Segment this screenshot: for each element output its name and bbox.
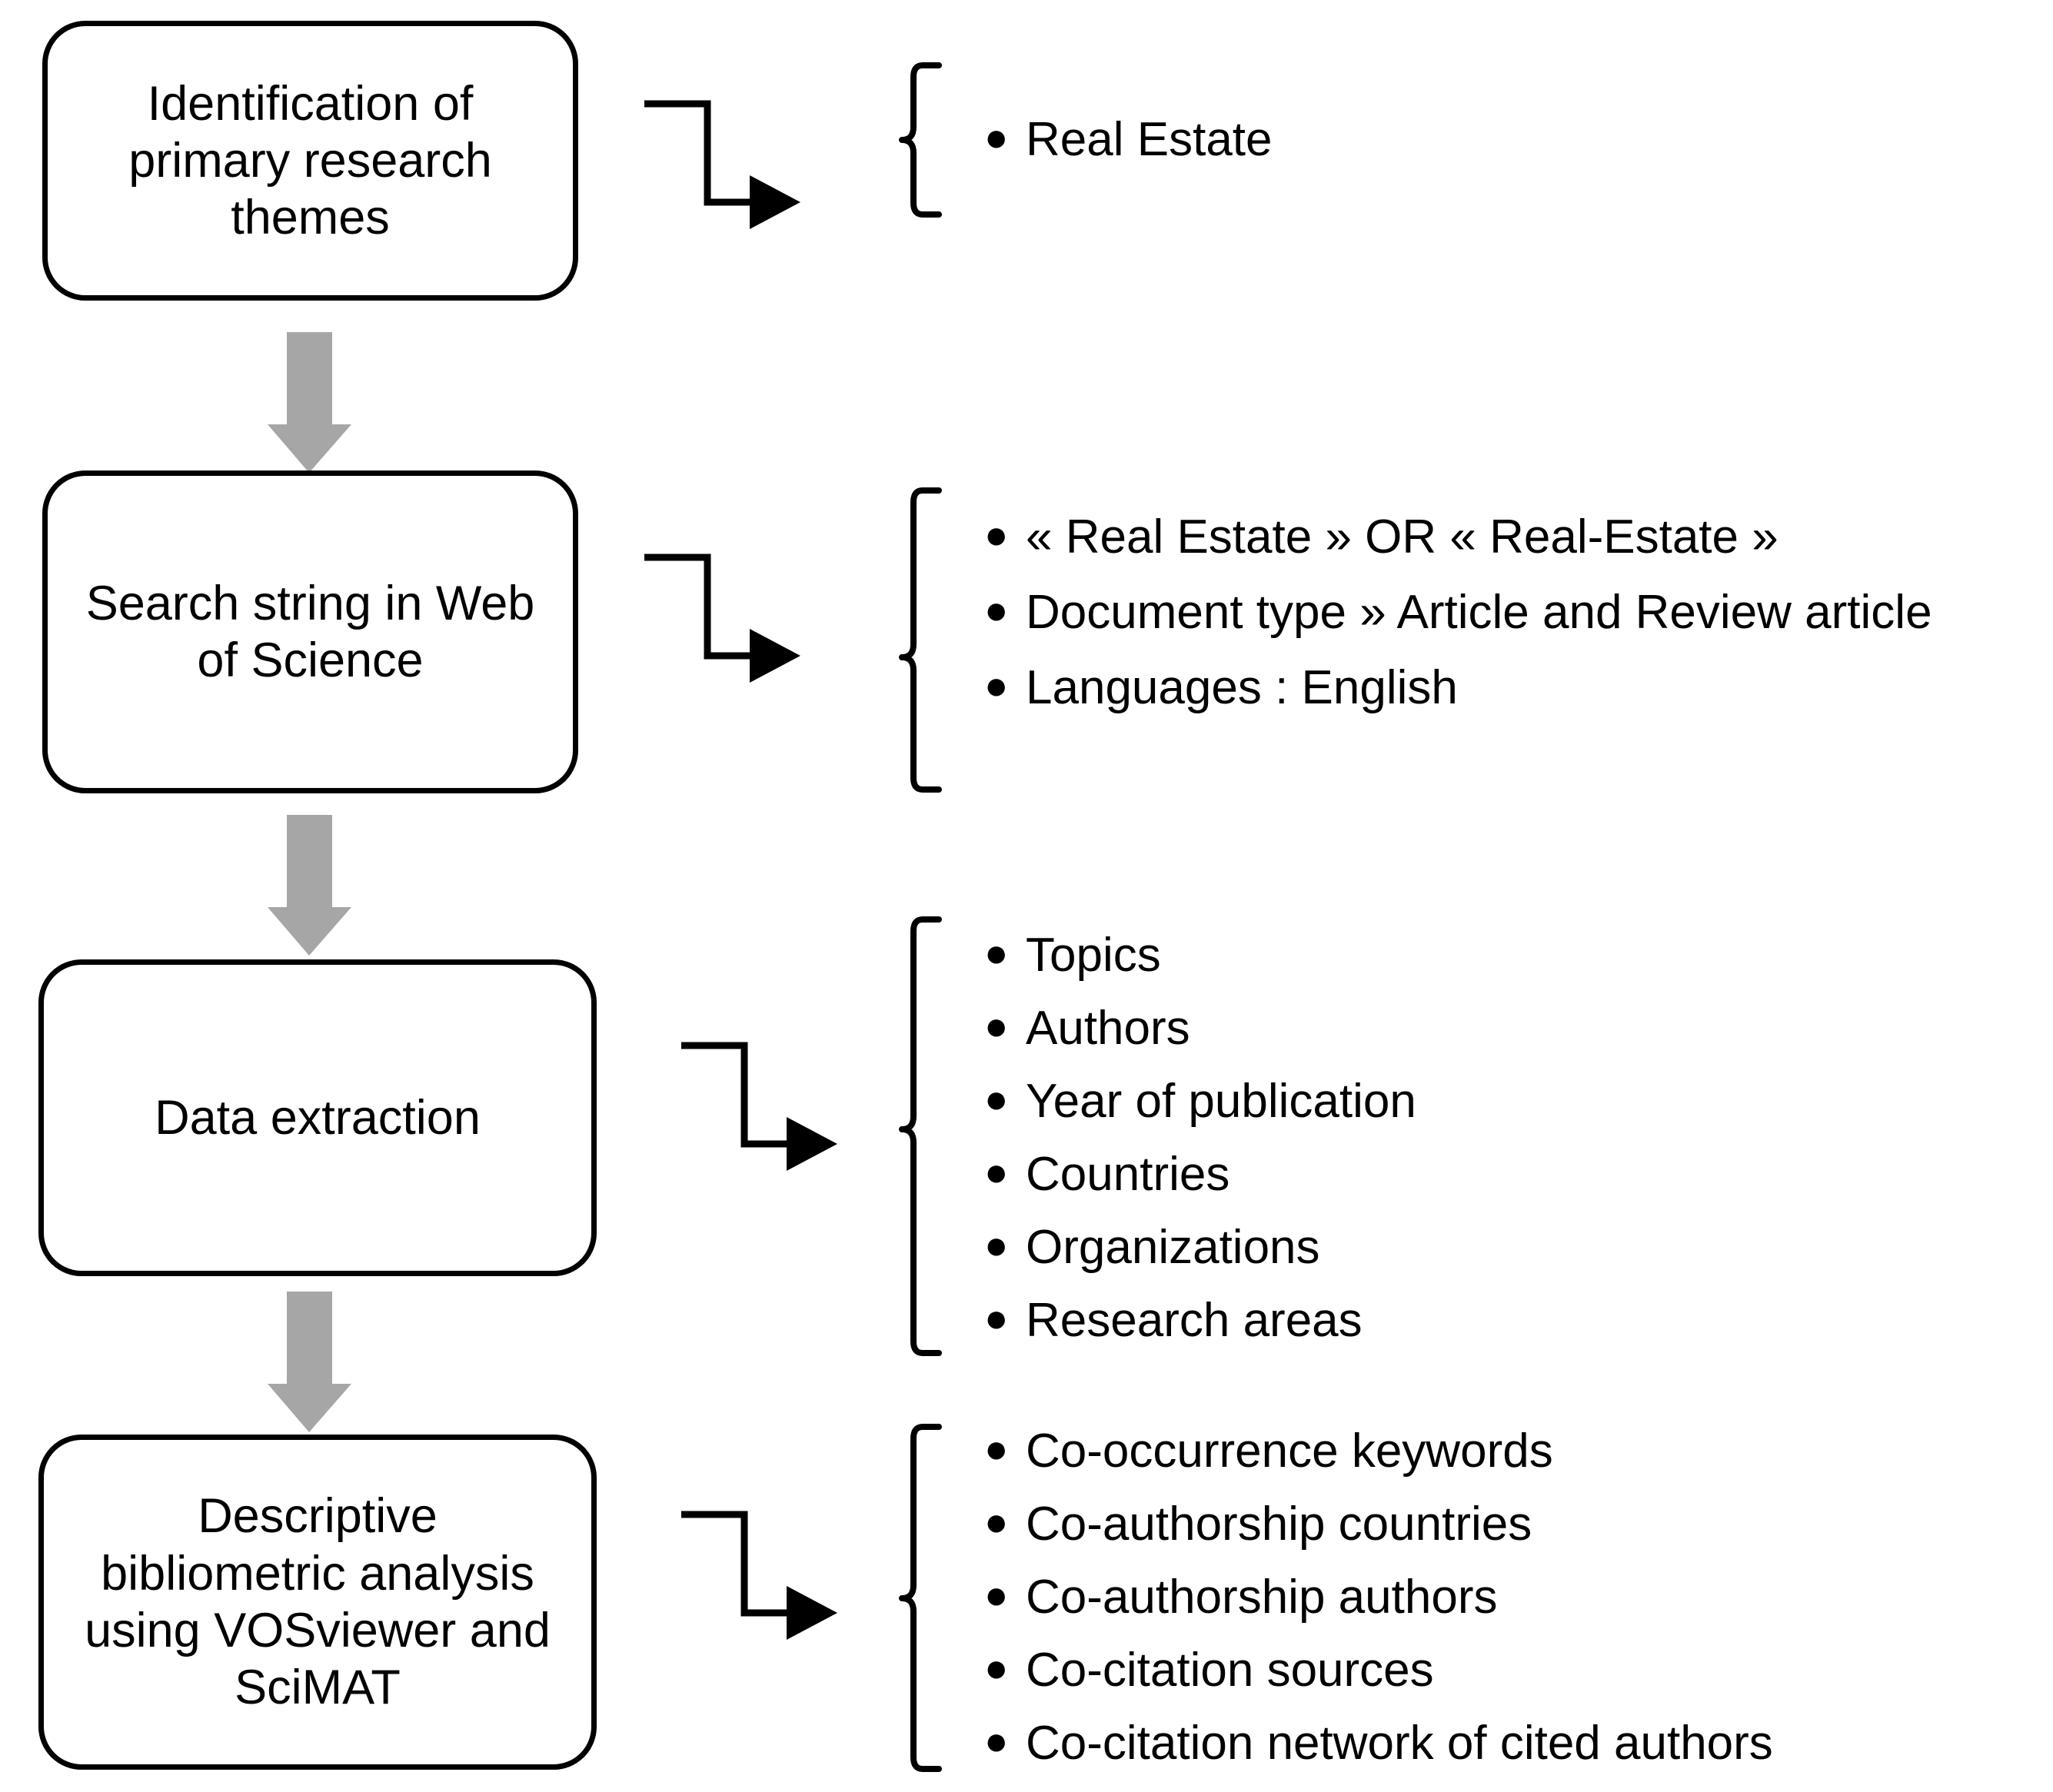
bullet-icon: ● [984,930,1009,976]
bullet-label: Research areas [1026,1293,1363,1347]
bullet-group-identification: ● Real Estate [984,92,2015,188]
bullet-label: Document type » Article and Review artic… [1026,586,1932,639]
bullet-icon: ● [984,1427,1009,1471]
stage-label-identification: Identification of primary research theme… [128,76,492,245]
flow-arrow-2 [268,815,351,956]
list-item: ● « Real Estate » OR « Real-Estate » [984,514,2030,561]
curly-brace-3 [899,916,942,1356]
bullet-icon: ● [984,1719,1009,1764]
bullet-icon: ● [984,663,1009,708]
curly-brace-1 [899,62,942,218]
list-item: ● Document type » Article and Review art… [984,589,2030,637]
list-item: ● Co-authorship countries [984,1501,2030,1548]
list-item: ● Co-citation sources [984,1647,2030,1694]
curly-brace-2 [899,487,942,793]
bullet-icon: ● [984,1076,1009,1122]
list-item: ● Countries [984,1147,2015,1201]
bullet-icon: ● [984,1149,1009,1195]
bullet-label: Languages : English [1026,661,1458,714]
stage-label-search-string: Search string in Web of Science [85,576,535,687]
bullet-group-search-string: ● « Real Estate » OR « Real-Estate » ● D… [984,514,2030,712]
bullet-icon: ● [984,513,1009,557]
bullet-label: Real Estate [1026,113,1273,166]
elbow-connector-2 [644,554,800,683]
list-item: ● Co-citation network of cited authors [984,1720,2030,1767]
elbow-connector-4 [681,1511,837,1640]
list-item: ● Organizations [984,1220,2015,1274]
list-item: ● Real Estate [984,116,2015,164]
list-item: ● Year of publication [984,1074,2015,1128]
bullet-label: Year of publication [1026,1074,1416,1128]
bullet-icon: ● [984,1500,1009,1544]
flow-arrow-3 [268,1292,351,1432]
stage-label-data-extraction: Data extraction [155,1090,481,1145]
bullet-label: « Real Estate » OR « Real-Estate » [1026,510,1778,564]
bullet-icon: ● [984,1222,1009,1268]
bullet-icon: ● [984,115,1009,160]
list-item: ● Co-occurrence keywords [984,1428,2030,1475]
bullet-label: Organizations [1026,1220,1320,1274]
stage-box-search-string[interactable]: Search string in Web of Science [42,470,578,793]
bullet-icon: ● [984,1573,1009,1617]
bullet-group-data-extraction: ● Topics ● Authors ● Year of publication… [984,931,2015,1344]
list-item: ● Languages : English [984,664,2030,712]
elbow-connector-1 [644,100,800,229]
bullet-icon: ● [984,1646,1009,1691]
list-item: ● Co-authorship authors [984,1574,2030,1621]
bullet-label: Co-authorship countries [1026,1498,1532,1551]
bullet-label: Co-occurrence keywords [1026,1425,1553,1478]
elbow-connector-3 [681,1042,837,1171]
list-item: ● Topics [984,928,2015,982]
bullet-icon: ● [984,1003,1009,1049]
bullet-label: Topics [1026,928,1161,982]
bullet-label: Countries [1026,1147,1230,1201]
list-item: ● Authors [984,1001,2015,1055]
flow-arrow-1 [268,332,351,473]
bullet-label: Co-authorship authors [1026,1571,1498,1624]
stage-label-descriptive-analysis: Descriptive bibliometric analysis using … [85,1489,551,1715]
stage-box-descriptive-analysis[interactable]: Descriptive bibliometric analysis using … [38,1435,597,1770]
bullet-icon: ● [984,588,1009,633]
bullet-label: Co-citation sources [1026,1644,1434,1697]
bullet-label: Authors [1026,1001,1190,1055]
bullet-label: Co-citation network of cited authors [1026,1717,1773,1770]
curly-brace-4 [899,1424,942,1772]
bullet-icon: ● [984,1295,1009,1341]
stage-box-data-extraction[interactable]: Data extraction [38,959,597,1276]
list-item: ● Research areas [984,1293,2015,1347]
bullet-group-descriptive-analysis: ● Co-occurrence keywords ● Co-authorship… [984,1428,2030,1767]
stage-box-identification[interactable]: Identification of primary research theme… [42,21,578,301]
